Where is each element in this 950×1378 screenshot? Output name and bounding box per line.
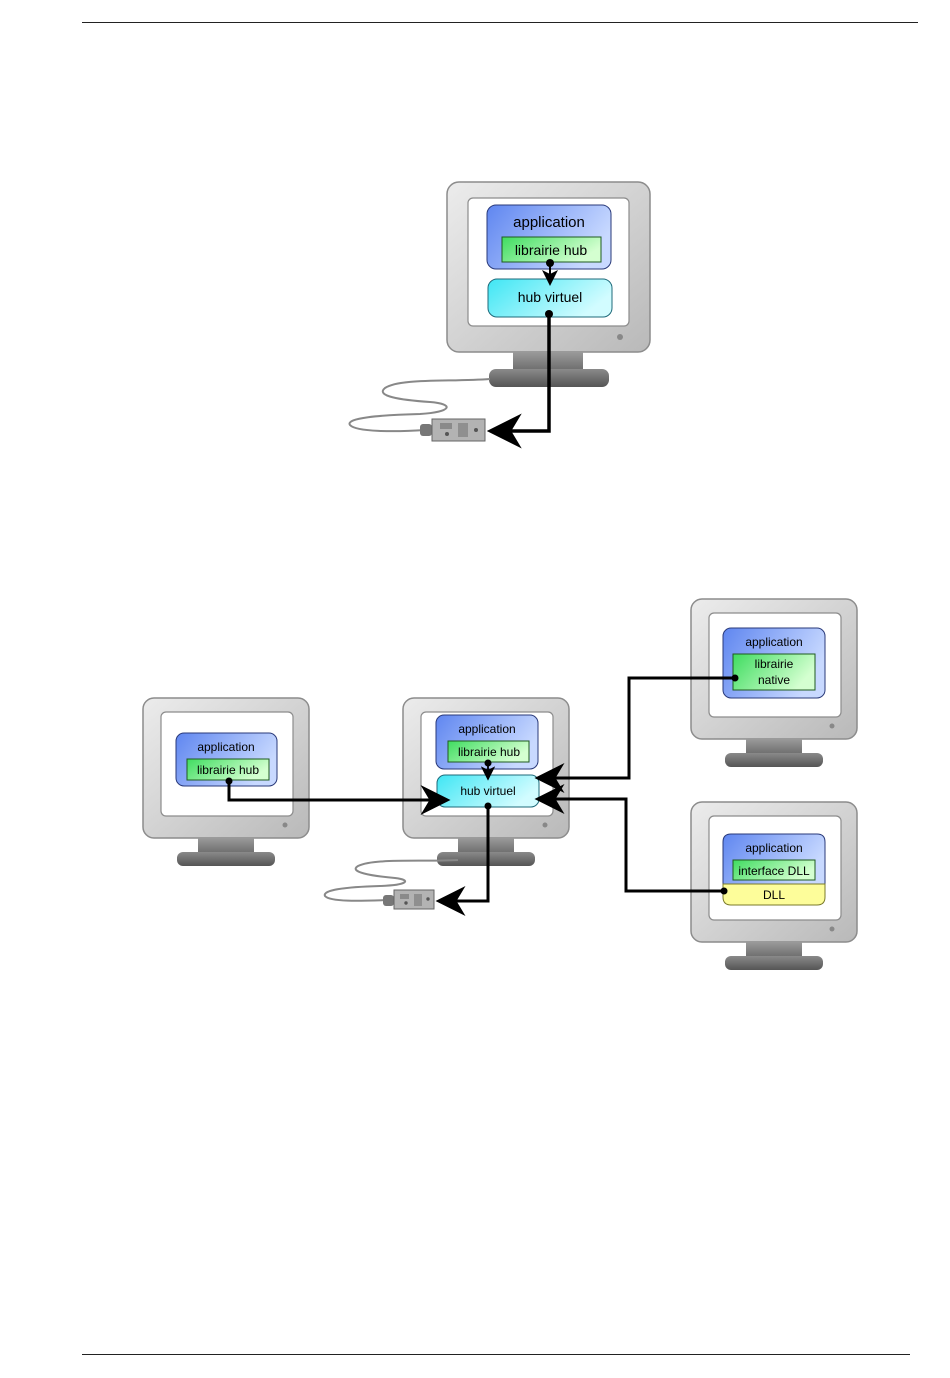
top-right-library-label-line1: librairie	[755, 657, 794, 671]
library-box: librairie hub	[502, 237, 601, 262]
left-library-label: librairie hub	[197, 763, 259, 777]
bottom-right-computer: application interface DLL DLL	[691, 802, 857, 970]
left-application-label: application	[197, 740, 254, 754]
top-right-library-label-line2: native	[758, 673, 790, 687]
center-hub-label: hub virtuel	[460, 784, 515, 798]
top-right-application-label: application	[745, 635, 802, 649]
hub-label: hub virtuel	[518, 289, 583, 305]
diagram-2: application librairie hub application li…	[143, 599, 857, 970]
bottom-right-application-label: application	[745, 841, 802, 855]
center-library-label: librairie hub	[458, 745, 520, 759]
bottom-right-interface-label: interface DLL	[738, 864, 810, 878]
center-application-label: application	[458, 722, 515, 736]
library-label: librairie hub	[515, 242, 588, 258]
bottom-right-dll-label: DLL	[763, 888, 785, 902]
application-label: application	[513, 214, 585, 231]
usb-cable	[350, 379, 490, 441]
diagram-1: application librairie hub hub virtuel	[350, 182, 650, 441]
top-right-computer: application librairie native	[691, 599, 857, 767]
center-computer: application librairie hub hub virtuel	[403, 698, 569, 866]
usb-cable	[325, 860, 458, 909]
